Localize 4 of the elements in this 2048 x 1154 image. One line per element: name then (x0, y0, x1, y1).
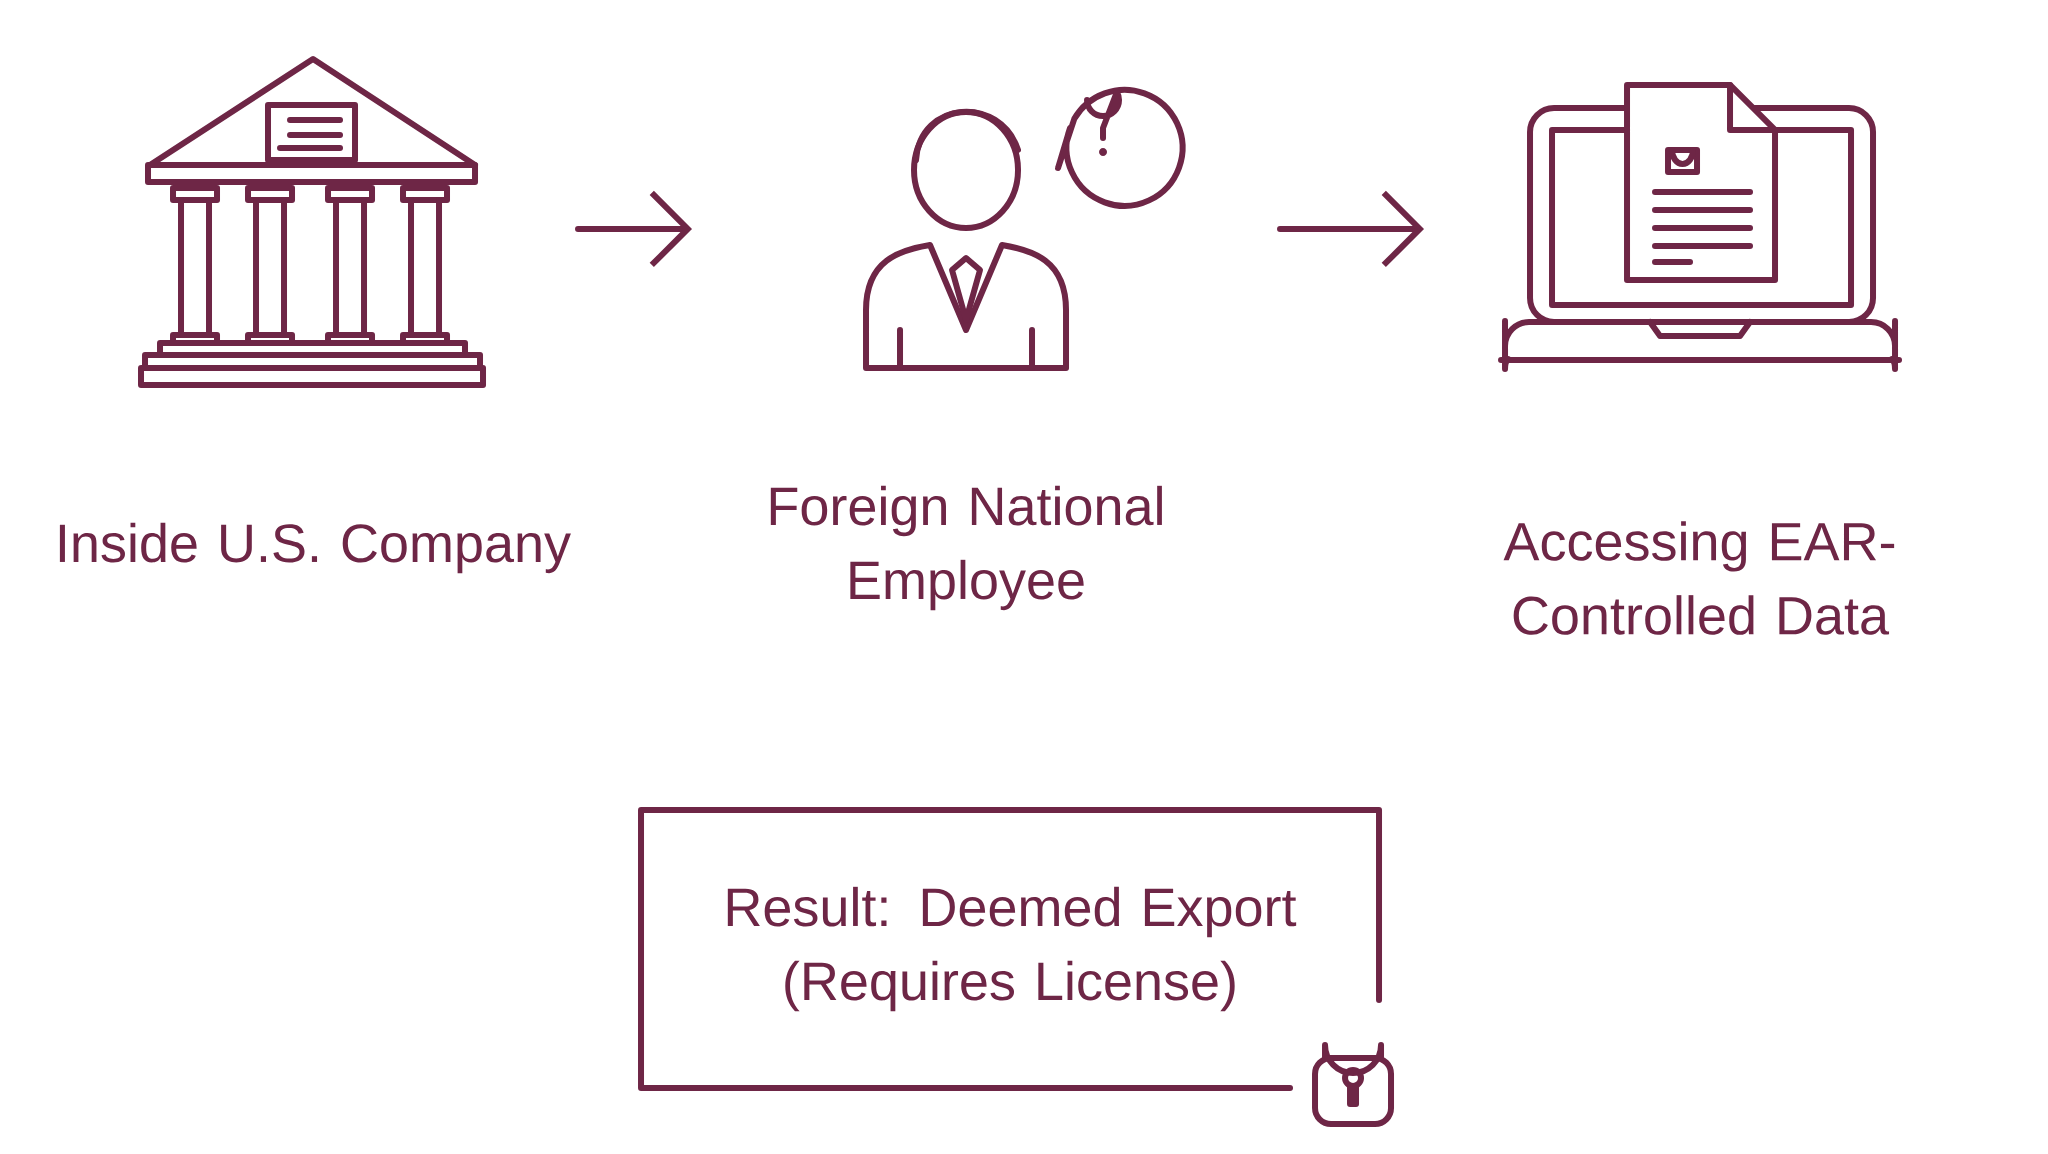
node-label: Foreign National Employee (770, 485, 1162, 611)
node-label: Inside U.S. Company (59, 522, 571, 574)
result-box: Result: Deemed Export (Requires License) (638, 807, 1382, 1091)
node-label: Accessing EAR-Controlled Data (1503, 521, 1895, 635)
